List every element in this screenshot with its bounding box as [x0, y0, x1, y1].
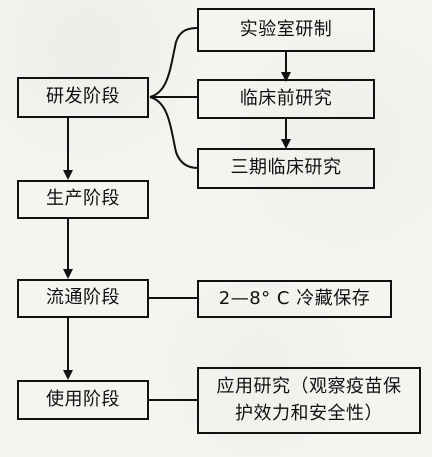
- research-stage-label: 研发阶段: [46, 86, 120, 108]
- production-stage-box: 生产阶段: [17, 180, 149, 219]
- lab-to-preclinical-arrowhead: [281, 72, 291, 82]
- lab-development-box: 实验室研制: [197, 8, 375, 52]
- application-research-line-2: 护效力和安全性）: [235, 402, 383, 424]
- cold-storage-box: 2—8° C 冷藏保存: [197, 280, 392, 318]
- research-to-production-arrowhead: [63, 170, 73, 180]
- preclinical-research-box: 临床前研究: [197, 79, 375, 119]
- preclinical-research-label: 临床前研究: [239, 87, 333, 109]
- phase-three-clinical-label: 三期临床研究: [230, 157, 342, 179]
- distribution-stage-label: 流通阶段: [46, 287, 120, 309]
- application-research-line-1: 应用研究（观察疫苗保: [216, 376, 402, 398]
- distribution-stage-box: 流通阶段: [17, 279, 149, 318]
- application-research-box: 应用研究（观察疫苗保 护效力和安全性）: [197, 367, 421, 434]
- application-research-text: 应用研究（观察疫苗保 护效力和安全性）: [217, 374, 402, 426]
- lab-development-label: 实验室研制: [239, 18, 333, 40]
- production-to-distribution-arrowhead: [63, 269, 73, 279]
- phase-three-clinical-box: 三期临床研究: [197, 148, 375, 189]
- preclinical-to-clinical-arrowhead: [281, 139, 291, 149]
- cold-storage-label: 2—8° C 冷藏保存: [218, 287, 371, 309]
- research-stage-box: 研发阶段: [17, 77, 149, 118]
- distribution-to-use-arrowhead: [63, 370, 73, 380]
- production-stage-label: 生产阶段: [46, 188, 120, 210]
- use-stage-label: 使用阶段: [46, 388, 120, 410]
- use-stage-box: 使用阶段: [17, 380, 149, 420]
- research-brace-main: [149, 27, 199, 169]
